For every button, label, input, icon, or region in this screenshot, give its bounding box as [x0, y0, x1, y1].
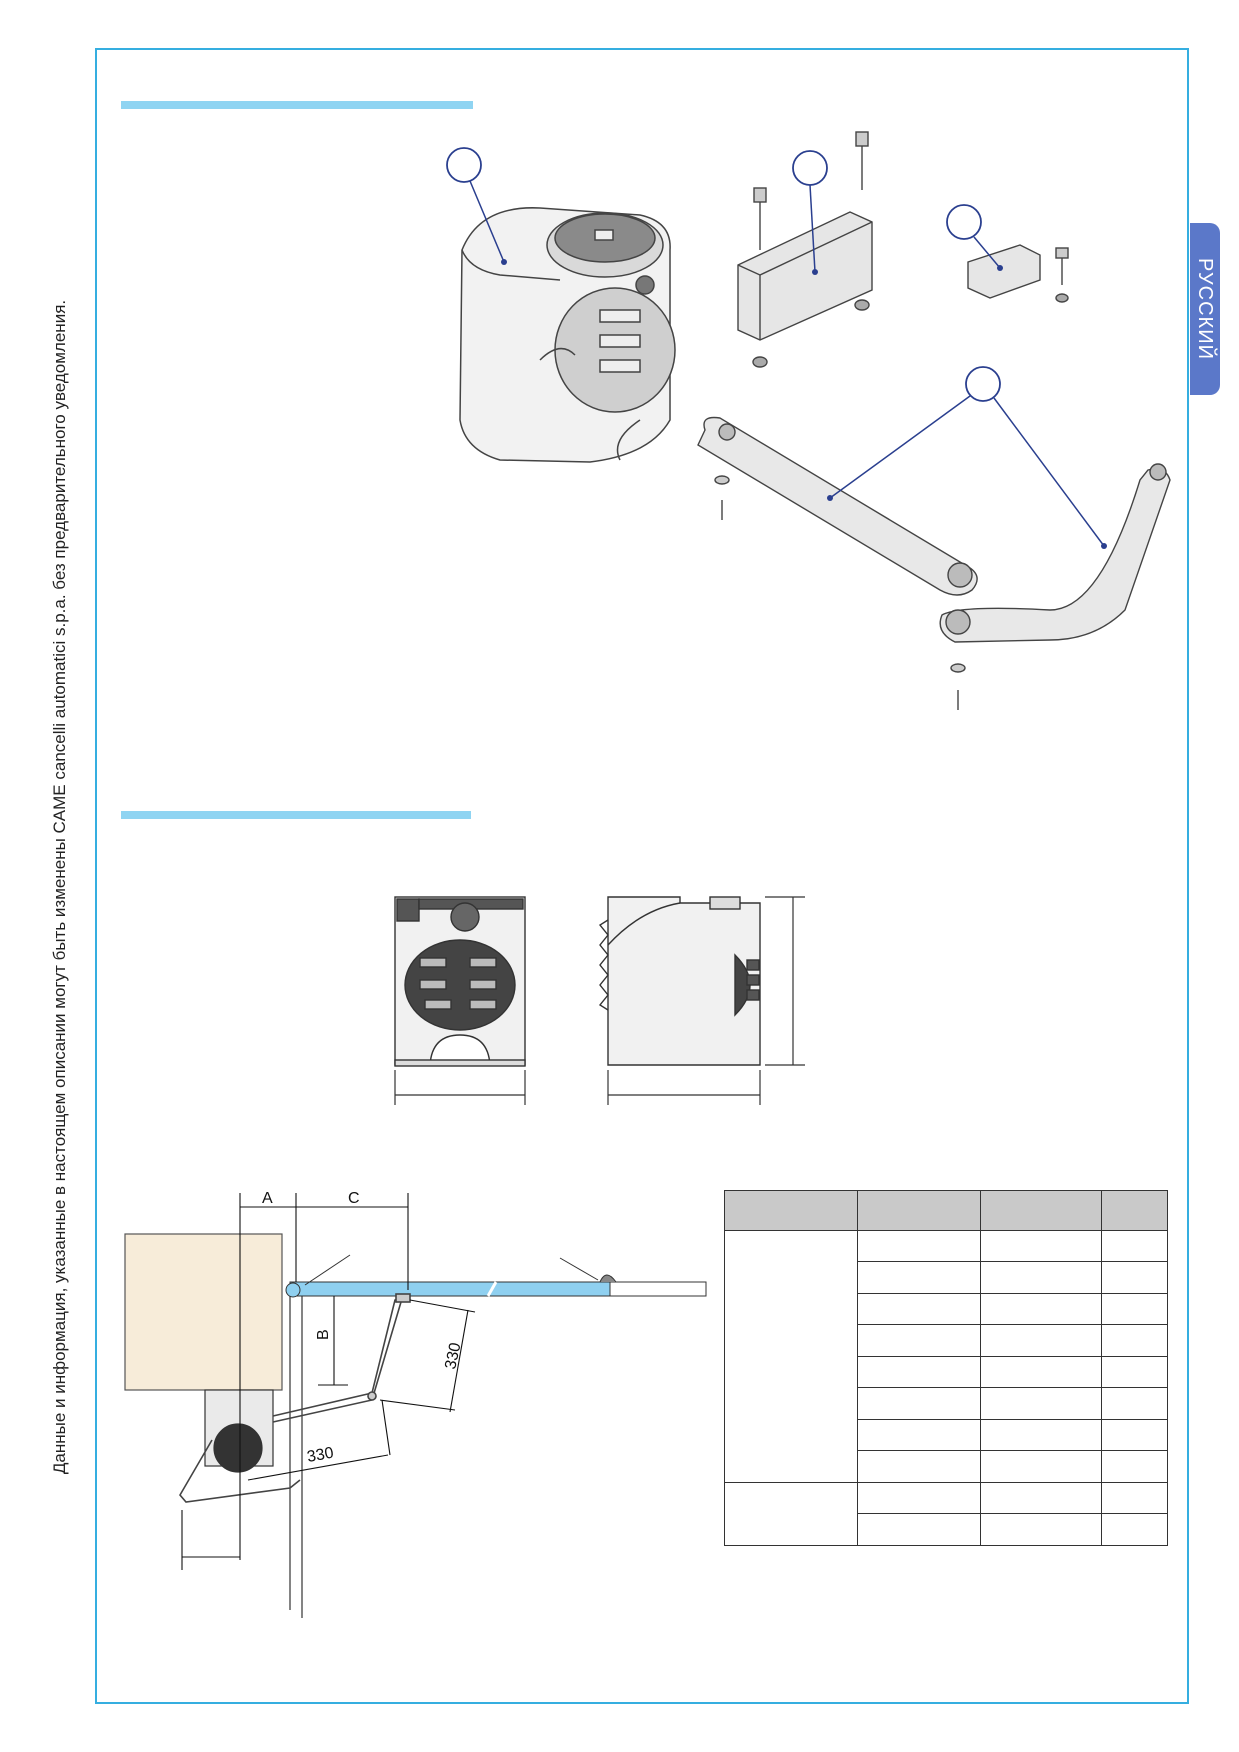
- table-row: [724, 1481, 1168, 1547]
- page-frame: [95, 48, 1189, 1704]
- section-bar-components: [121, 101, 473, 109]
- mounting-bracket-drawing: [737, 131, 873, 368]
- articulated-arms-drawing: [697, 416, 1171, 710]
- dimension-label-a: A: [262, 1190, 273, 1207]
- callout-circle-arms: [965, 366, 1001, 402]
- technical-data-table: [724, 1190, 1168, 1547]
- table-header-cell: [1101, 1190, 1168, 1231]
- table-header-cell: [980, 1190, 1102, 1231]
- dimension-label-b: B: [315, 1329, 332, 1340]
- table-row: [724, 1229, 1168, 1483]
- table-row: [725, 1355, 1168, 1389]
- table-header-row: [724, 1190, 1168, 1231]
- side-view-drawing: [598, 896, 761, 1066]
- table-row: [725, 1324, 1168, 1357]
- dimension-label-330-vertical: 330: [442, 1341, 464, 1371]
- arm-plan: [179, 1293, 411, 1503]
- dimension-label-c: C: [348, 1190, 360, 1207]
- callout-circle-gate-bracket: [946, 204, 982, 240]
- section-bar-dimensions: [121, 811, 471, 819]
- gearmotor-plan: [204, 1389, 274, 1473]
- dimension-lines-views: [394, 896, 805, 1105]
- installation-dimension-lines: [181, 1193, 476, 1570]
- gate-bracket-drawing: [967, 244, 1069, 303]
- table-row: [725, 1513, 1168, 1546]
- table-header-cell: [724, 1190, 858, 1231]
- gearmotor-drawing: [459, 207, 676, 463]
- gate-leaf: [289, 1281, 611, 1297]
- table-header-cell: [857, 1190, 981, 1231]
- front-view-drawing: [394, 896, 526, 1067]
- language-tab[interactable]: [1190, 223, 1220, 395]
- callout-circle-motor: [446, 147, 482, 183]
- table-row: [725, 1450, 1168, 1483]
- table-row: [725, 1418, 1168, 1452]
- pillar: [124, 1233, 283, 1391]
- dimension-label-330-horizontal: 330: [306, 1445, 335, 1466]
- table-group-cell: [724, 1229, 858, 1483]
- table-group-cell: [724, 1481, 858, 1547]
